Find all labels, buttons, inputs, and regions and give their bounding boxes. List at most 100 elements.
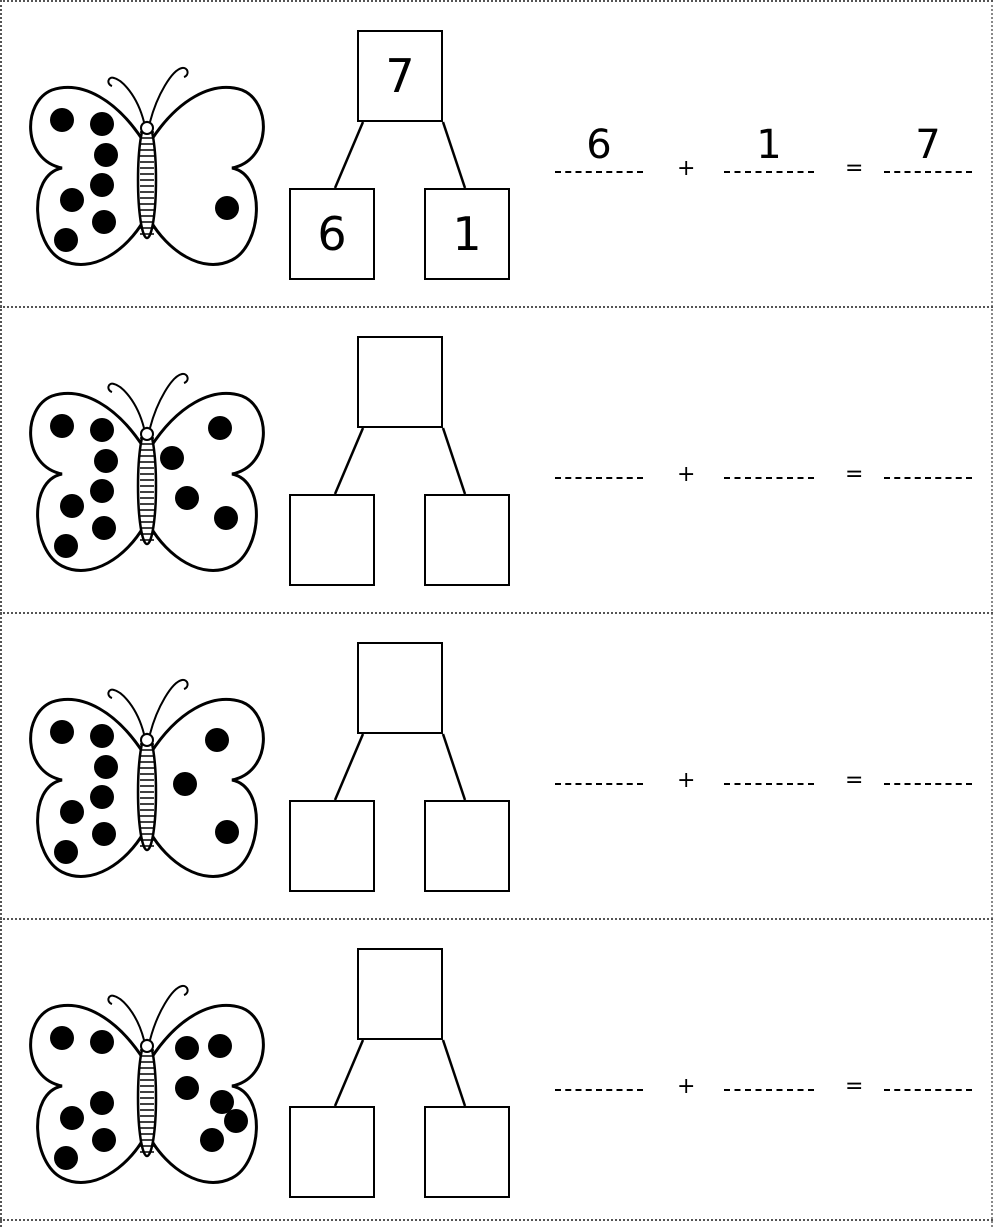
butterfly-right-wing — [150, 393, 263, 570]
addend-2-blank[interactable] — [724, 745, 814, 785]
left-wing-spot — [90, 785, 114, 809]
left-wing-spot — [90, 1030, 114, 1054]
butterfly-left-wing — [31, 393, 144, 570]
butterfly-icon — [22, 50, 272, 275]
equals-sign: = — [845, 1076, 863, 1098]
sum-blank[interactable] — [884, 1051, 972, 1091]
left-wing-spot — [92, 822, 116, 846]
butterfly-left-wing — [31, 87, 144, 264]
plus-sign: + — [677, 770, 695, 792]
right-wing-spot — [175, 486, 199, 510]
dotted-divider — [0, 306, 993, 308]
problem-row-4: + = — [0, 918, 993, 1224]
bond-whole-box[interactable] — [357, 642, 443, 734]
addend-1-blank[interactable] — [555, 1051, 643, 1091]
left-wing-spot — [92, 210, 116, 234]
butterfly-icon — [22, 356, 272, 581]
problem-row-1: 7 6 1 6 + 1 = 7 — [0, 0, 993, 306]
bond-part-right-box[interactable]: 1 — [424, 188, 510, 280]
plus-sign: + — [677, 1076, 695, 1098]
left-wing-spot — [50, 720, 74, 744]
bond-whole-box[interactable] — [357, 336, 443, 428]
dotted-divider — [0, 0, 993, 2]
butterfly-left-wing — [31, 1005, 144, 1182]
butterfly-right-wing — [150, 87, 263, 264]
number-bond — [285, 331, 525, 601]
bond-part-left-box[interactable] — [289, 494, 375, 586]
right-wing-spot — [208, 1034, 232, 1058]
number-bond: 7 6 1 — [285, 25, 525, 295]
butterfly-head — [141, 428, 153, 440]
left-wing-spot — [50, 1026, 74, 1050]
left-wing-spot — [60, 800, 84, 824]
butterfly-head — [141, 734, 153, 746]
butterfly-icon — [22, 662, 272, 887]
bond-whole-box[interactable] — [357, 948, 443, 1040]
left-wing-spot — [60, 188, 84, 212]
butterfly-left-wing — [31, 699, 144, 876]
addend-1-blank[interactable] — [555, 745, 643, 785]
right-wing-spot — [205, 728, 229, 752]
butterfly-icon — [22, 968, 272, 1193]
right-wing-spot — [173, 772, 197, 796]
equals-sign: = — [845, 158, 863, 180]
bond-whole-box[interactable]: 7 — [357, 30, 443, 122]
left-wing-spot — [94, 755, 118, 779]
bond-part-right-box[interactable] — [424, 494, 510, 586]
sum-blank[interactable] — [884, 439, 972, 479]
left-wing-spot — [90, 1091, 114, 1115]
problem-row-2: + = — [0, 306, 993, 612]
addend-1-blank[interactable]: 6 — [555, 133, 643, 173]
butterfly-head — [141, 1040, 153, 1052]
bond-part-left-box[interactable]: 6 — [289, 188, 375, 280]
sum-blank[interactable]: 7 — [884, 133, 972, 173]
left-wing-spot — [94, 449, 118, 473]
right-wing-spot — [224, 1109, 248, 1133]
left-wing-spot — [50, 414, 74, 438]
number-bond — [285, 637, 525, 907]
left-wing-spot — [90, 112, 114, 136]
sum-blank[interactable] — [884, 745, 972, 785]
left-wing-spot — [94, 143, 118, 167]
bond-part-left-box[interactable] — [289, 800, 375, 892]
right-wing-spot — [160, 446, 184, 470]
left-wing-spot — [60, 1106, 84, 1130]
left-wing-spot — [92, 516, 116, 540]
addend-1-blank[interactable] — [555, 439, 643, 479]
right-wing-spot — [200, 1128, 224, 1152]
addend-2-blank[interactable] — [724, 439, 814, 479]
left-wing-spot — [92, 1128, 116, 1152]
butterfly-right-wing — [150, 699, 263, 876]
bond-part-right-box[interactable] — [424, 1106, 510, 1198]
plus-sign: + — [677, 158, 695, 180]
left-wing-spot — [50, 108, 74, 132]
butterfly-right-wing — [150, 1005, 263, 1182]
dotted-divider — [0, 918, 993, 920]
left-wing-spot — [90, 418, 114, 442]
addend-2-blank[interactable]: 1 — [724, 133, 814, 173]
dotted-divider — [0, 612, 993, 614]
right-wing-spot — [215, 820, 239, 844]
equals-sign: = — [845, 770, 863, 792]
right-wing-spot — [175, 1076, 199, 1100]
bond-part-right-box[interactable] — [424, 800, 510, 892]
number-bond — [285, 943, 525, 1213]
left-wing-spot — [54, 1146, 78, 1170]
problem-row-3: + = — [0, 612, 993, 918]
left-wing-spot — [90, 724, 114, 748]
left-wing-spot — [54, 228, 78, 252]
right-wing-spot — [208, 416, 232, 440]
equals-sign: = — [845, 464, 863, 486]
butterfly-head — [141, 122, 153, 134]
addend-2-blank[interactable] — [724, 1051, 814, 1091]
left-wing-spot — [90, 173, 114, 197]
dotted-divider — [0, 1219, 993, 1221]
right-wing-spot — [215, 196, 239, 220]
left-wing-spot — [60, 494, 84, 518]
right-wing-spot — [214, 506, 238, 530]
left-wing-spot — [54, 534, 78, 558]
left-wing-spot — [54, 840, 78, 864]
bond-part-left-box[interactable] — [289, 1106, 375, 1198]
left-wing-spot — [90, 479, 114, 503]
